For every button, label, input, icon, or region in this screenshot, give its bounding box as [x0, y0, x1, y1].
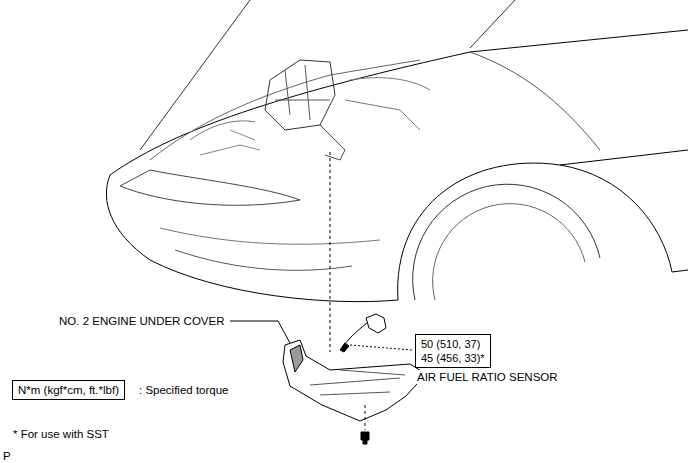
- hood-edge: [140, 0, 250, 150]
- torque-box: 50 (510, 37)45 (456, 33)*: [415, 334, 491, 368]
- body-line: [160, 228, 380, 244]
- body-line: [470, 52, 600, 150]
- headlight: [120, 170, 300, 205]
- part-label: : Specified torque: [138, 383, 230, 397]
- body-line: [560, 150, 688, 165]
- part-label: NO. 2 ENGINE UNDER COVER: [58, 314, 226, 328]
- exhaust: [320, 125, 345, 160]
- engine-bay: [150, 60, 420, 160]
- under-cover-ribs: [310, 370, 405, 395]
- engine-block: [275, 65, 330, 120]
- bumper-line: [106, 175, 398, 302]
- torque-box: N*m (kgf*cm, ft.*lbf): [12, 380, 125, 400]
- bolt: [361, 432, 369, 444]
- engine-parts: [200, 130, 260, 155]
- tire: [413, 184, 600, 300]
- body-line: [110, 30, 688, 175]
- part-label: * For use with SST: [12, 427, 110, 441]
- under-cover: [283, 340, 426, 421]
- engine-parts: [190, 78, 430, 140]
- grille-line: [175, 250, 352, 270]
- part-label: P: [2, 449, 12, 463]
- part-label: AIR FUEL RATIO SENSOR: [416, 370, 559, 384]
- body-line: [672, 270, 688, 272]
- torque-value: N*m (kgf*cm, ft.*lbf): [18, 383, 119, 397]
- engine-block: [265, 60, 335, 130]
- leader-line: [350, 345, 412, 350]
- locator-line: [365, 405, 366, 430]
- torque-value: 50 (510, 37): [421, 337, 485, 351]
- leader-line: [230, 321, 290, 343]
- tire: [433, 204, 585, 300]
- under-cover: [290, 345, 303, 372]
- sensor-connector: [366, 314, 386, 333]
- sensor-tip: [340, 343, 349, 352]
- torque-value: 45 (456, 33)*: [421, 351, 485, 365]
- hood-edge: [470, 0, 515, 48]
- wheel-arch: [398, 163, 672, 300]
- locator-line: [330, 152, 331, 352]
